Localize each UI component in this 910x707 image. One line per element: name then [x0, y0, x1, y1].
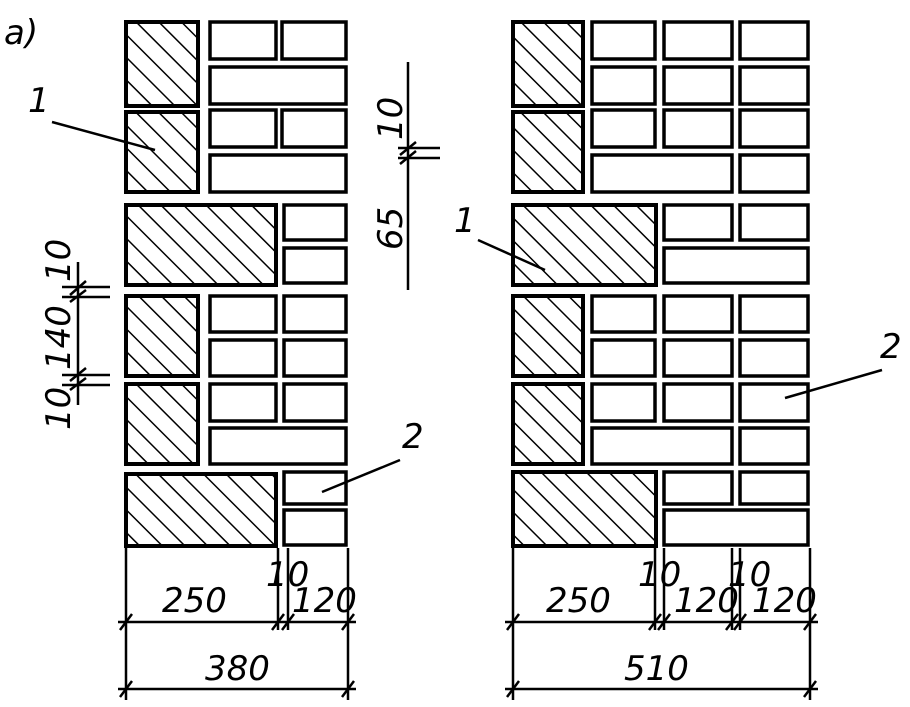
- brick: [738, 426, 810, 466]
- brick: [662, 108, 734, 149]
- middle-dimensions: [398, 62, 440, 290]
- insulation-block: [124, 294, 200, 378]
- brick: [282, 470, 348, 506]
- left-wall-dimensions: [51, 120, 401, 700]
- brick: [738, 20, 810, 61]
- brick: [662, 203, 734, 242]
- brick: [590, 382, 657, 423]
- left-dim-insulation: 250: [162, 581, 227, 621]
- insulation-block: [511, 20, 585, 108]
- brick: [738, 153, 810, 194]
- right-wall-dimensions: [477, 238, 883, 700]
- brick: [662, 508, 810, 547]
- brick: [208, 20, 278, 61]
- brick: [662, 294, 734, 334]
- brick: [282, 294, 348, 334]
- left-wall: [124, 20, 348, 548]
- brick: [738, 470, 810, 506]
- middle-dim-course-height: 65: [371, 207, 411, 250]
- insulation-block: [124, 382, 200, 466]
- brick: [738, 65, 810, 106]
- brick: [280, 20, 348, 61]
- insulation-block: [124, 203, 278, 287]
- left-dim-gap-bottom: 10: [39, 387, 79, 430]
- brick: [208, 426, 348, 466]
- brick: [590, 108, 657, 149]
- brick: [738, 294, 810, 334]
- brick: [738, 203, 810, 242]
- left-dim-total: 380: [205, 649, 270, 689]
- right-dim-total: 510: [624, 649, 689, 689]
- brick: [662, 470, 734, 506]
- brick: [590, 65, 657, 106]
- brick: [590, 338, 657, 378]
- middle-dim-joint: 10: [371, 97, 411, 140]
- left-callout-2: 2: [402, 417, 424, 457]
- left-dim-joint: 10: [266, 555, 309, 595]
- brick: [208, 65, 348, 106]
- right-dim-insulation: 250: [546, 581, 611, 621]
- insulation-block: [124, 472, 278, 548]
- brick: [590, 426, 734, 466]
- left-dim-gap-top: 10: [39, 239, 79, 282]
- brick: [282, 338, 348, 378]
- brick: [590, 153, 734, 194]
- brick: [208, 153, 348, 194]
- brick: [208, 338, 278, 378]
- insulation-block: [511, 110, 585, 194]
- brick: [590, 294, 657, 334]
- right-dim-brick-2: 120: [752, 581, 817, 621]
- right-dim-brick-1: 120: [674, 581, 739, 621]
- left-dim-block-height: 140: [39, 305, 79, 370]
- right-wall: [511, 20, 810, 548]
- insulation-block: [511, 470, 658, 548]
- brick: [662, 65, 734, 106]
- brick: [662, 20, 734, 61]
- brick: [590, 20, 657, 61]
- insulation-block: [511, 294, 585, 378]
- brick: [662, 382, 734, 423]
- right-dim-joint-2: 10: [728, 555, 771, 595]
- brick: [208, 382, 278, 423]
- brick: [282, 382, 348, 423]
- brick: [738, 338, 810, 378]
- brick: [662, 338, 734, 378]
- brick: [208, 294, 278, 334]
- right-callout-1: 1: [454, 201, 476, 241]
- right-callout-2: 2: [880, 327, 902, 367]
- insulation-block: [511, 382, 585, 466]
- insulation-block: [124, 110, 200, 194]
- brick: [282, 203, 348, 242]
- brick: [662, 246, 810, 285]
- insulation-block: [124, 20, 200, 108]
- brick: [282, 246, 348, 285]
- brick: [738, 108, 810, 149]
- left-callout-1: 1: [28, 81, 50, 121]
- insulation-block: [511, 203, 658, 287]
- brick: [738, 382, 810, 423]
- right-dim-joint-1: 10: [638, 555, 681, 595]
- left-dim-brick: 120: [292, 581, 357, 621]
- brick: [208, 108, 278, 149]
- brick: [280, 108, 348, 149]
- figure-label: a): [4, 13, 38, 53]
- brick: [282, 508, 348, 547]
